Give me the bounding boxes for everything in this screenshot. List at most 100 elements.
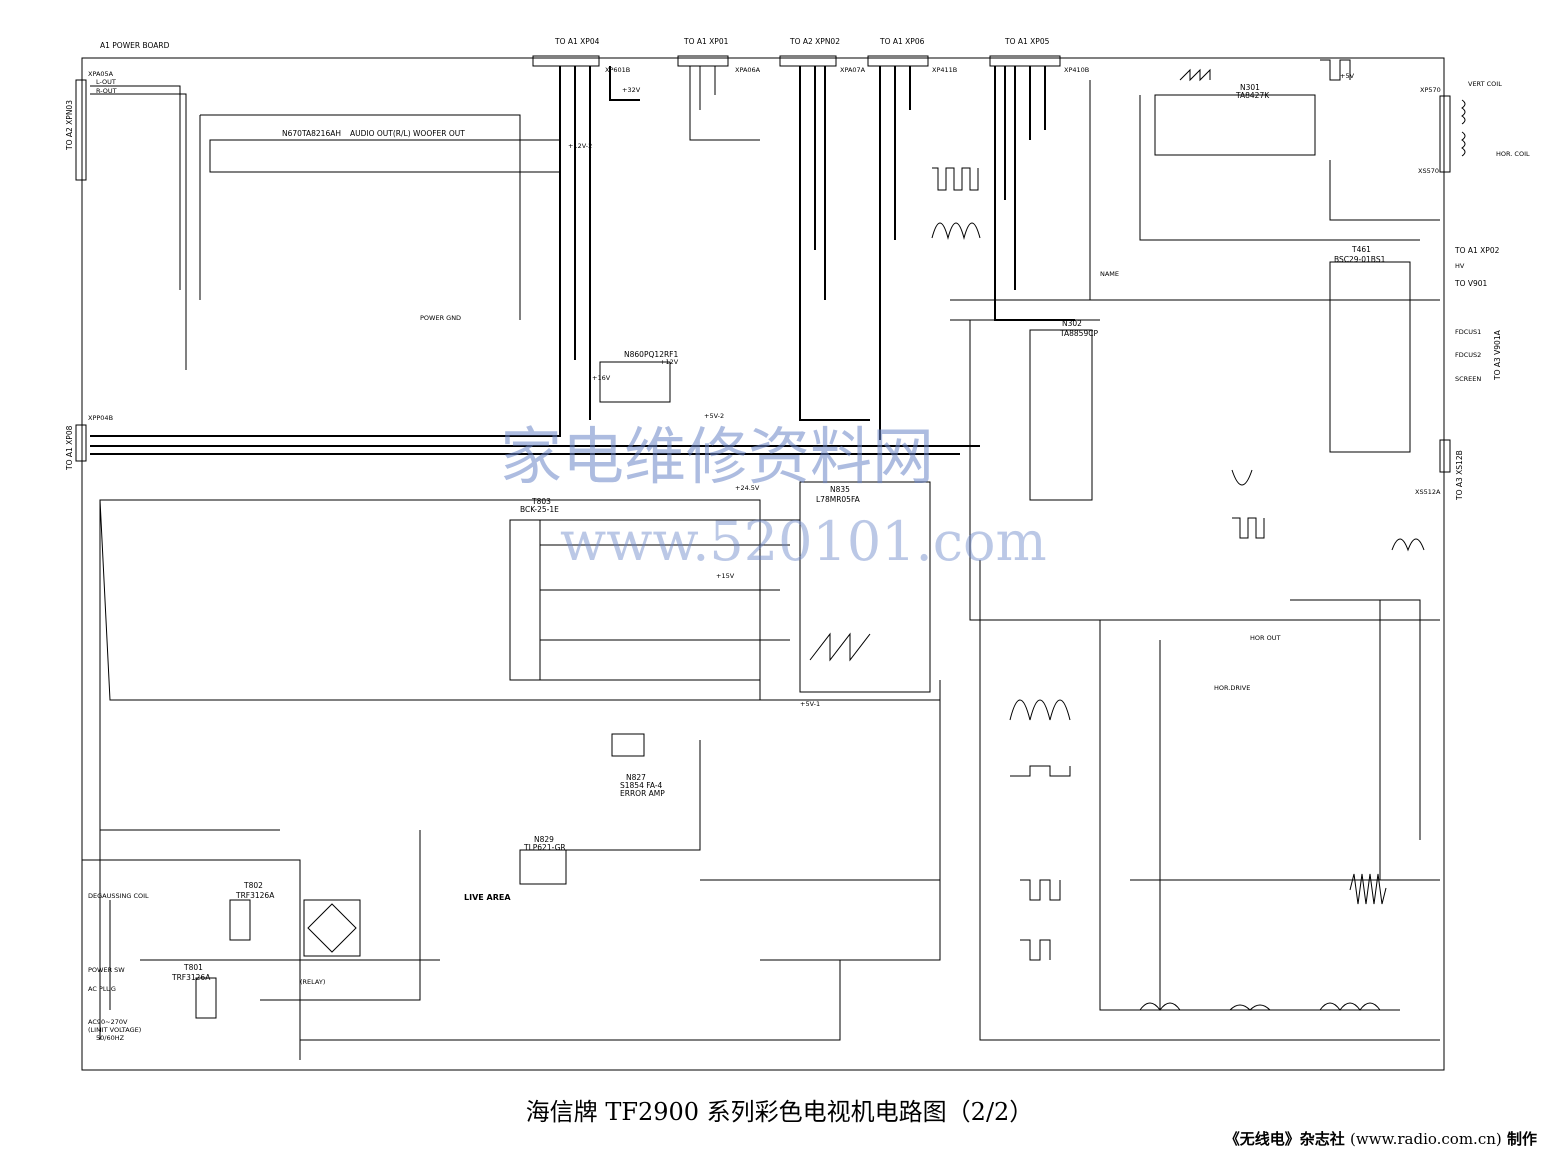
power-sw-label: POWER SW [88, 966, 125, 974]
connector-to-label: TO A1 XP08 [65, 425, 74, 471]
board-border [81, 57, 1445, 1071]
hor-drive-label: HOR.DRIVE [1214, 684, 1250, 692]
connector-pin: L-OUT [96, 78, 116, 86]
connector-to-label: TO A1 XP04 [554, 37, 600, 46]
watermark-url: www.520101.com [560, 510, 1047, 573]
page-title: 海信牌 TF2900 系列彩色电视机电路图（2/2） [525, 1098, 1034, 1126]
connector-to-label: TO A3 V901A [1493, 329, 1502, 381]
connector-to-label: TO A1 XP02 [1454, 246, 1500, 255]
connector-ref: XP411B [932, 66, 957, 74]
ic-part: L78MR05FA [816, 495, 861, 504]
ic-n827: N827 S1854 FA-4 ERROR AMP [611, 733, 665, 798]
ic-n301: N301 TA8427K [1154, 83, 1316, 156]
limit-voltage-label: (LIMIT VOLTAGE) [88, 1026, 141, 1034]
ic-n860: N860 PQ12RF1 [599, 350, 678, 403]
waveforms [809, 59, 1425, 1011]
connector-pin: +32V [622, 86, 641, 94]
rail-label: +12V [660, 358, 679, 366]
left-connector-xpn03: TO A2 XPN03 XPA05A L-OUT R-OUT [65, 70, 117, 181]
top-connector-xp04: TO A1 XP04 XP601B +32V [532, 37, 641, 94]
power-gnd-label: POWER GND [420, 314, 461, 322]
transformer-ref: T801 [183, 963, 203, 972]
rail-label: +24.5V [735, 484, 760, 492]
connector-to-label: TO V901 [1454, 279, 1488, 288]
ac-plug-label: AC PLUG [88, 985, 116, 993]
connector-pin: VERT COIL [1468, 80, 1502, 88]
top-connector-xp06: TO A1 XP06 XP411B [867, 37, 957, 74]
live-area-label: LIVE AREA [464, 893, 511, 902]
hor-out-label: HOR OUT [1250, 634, 1280, 642]
degauss-label: DEGAUSSING COIL [88, 892, 149, 900]
watermark-cn: 家电维修资料网 [500, 420, 934, 493]
connector-ref: XS512A [1415, 488, 1441, 496]
connector-pin: FDCUS1 [1455, 328, 1481, 336]
publisher-credit: 《无线电》杂志社 (www.radio.com.cn) 制作 [1225, 1128, 1537, 1149]
ic-ref: N301 [1240, 83, 1260, 92]
transformer-part: TRF3126A [235, 891, 275, 900]
transformer-t803: T803 BCK-25-1E [509, 497, 559, 681]
ic-ref: N302 [1062, 319, 1082, 328]
ic-part: TLP621-GR [523, 843, 566, 852]
ic-n670: N670 TA8216AH AUDIO OUT(R/L) WOOFER OUT [209, 129, 561, 173]
relay-label: (RELAY) [300, 978, 325, 986]
ic-desc: AUDIO OUT(R/L) WOOFER OUT [350, 129, 465, 138]
ic-ref: N827 [626, 773, 646, 782]
ic-part: S1854 FA-4 [620, 781, 663, 790]
top-connector-xpn02: TO A2 XPN02 XPA07A [779, 37, 866, 74]
connector-ref: XP601B [605, 66, 630, 74]
rail-label: +5V-1 [800, 700, 820, 708]
connector-ref: XPA06A [735, 66, 761, 74]
publisher-name: 《无线电》杂志社 [1224, 1130, 1345, 1148]
name-label: NAME [1100, 270, 1119, 278]
ic-ref: N829 [534, 835, 554, 844]
connector-ref: HV [1455, 262, 1465, 270]
transformer-ref: T461 [1351, 245, 1371, 254]
right-connector-v901: TO V901 [1454, 279, 1488, 288]
transformer-t801: T801 TRF3126A [171, 963, 217, 1019]
right-connector-hv: TO A1 XP02 HV [1454, 246, 1500, 270]
ic-part: PQ12RF1 [644, 350, 678, 359]
connector-pin: SCREEN [1455, 375, 1481, 383]
connector-to-label: TO A1 XP01 [683, 37, 729, 46]
wiring [82, 66, 1440, 1060]
connector-ref: XS570 [1418, 167, 1439, 175]
yoke-connector: XP570 VERT COIL HOR. COIL XS570 [1418, 80, 1530, 175]
ic-n829: N829 TLP621-GR [519, 835, 567, 885]
rail-label: +5V [1340, 72, 1355, 80]
ic-part: TA8427K [1235, 91, 1270, 100]
connector-ref: XP410B [1064, 66, 1089, 74]
connector-to-label: TO A2 XPN02 [789, 37, 840, 46]
publisher-url: (www.radio.com.cn) [1350, 1130, 1502, 1148]
connector-ref: XP570 [1420, 86, 1441, 94]
credit-suffix: 制作 [1506, 1130, 1537, 1148]
ic-part: TA8216AH [301, 129, 341, 138]
transformer-part: TRF3126A [171, 973, 211, 982]
connector-ref: XPA05A [88, 70, 114, 78]
board-label: A1 POWER BOARD [100, 41, 170, 50]
transformer-t461: T461 BSC29-01BS1 [1329, 245, 1411, 453]
ic-part: TA8859CP [1059, 329, 1098, 338]
connector-ref: XPP04B [88, 414, 113, 422]
rail-label: +12V-2 [568, 142, 592, 150]
ac-range-label: AC90~270V [88, 1018, 128, 1026]
transformer-ref: T802 [243, 881, 263, 890]
connector-pin: R-OUT [96, 87, 117, 95]
bridge-rectifier [303, 899, 361, 957]
rail-label: +5V-2 [704, 412, 724, 420]
connector-to-label: TO A2 XPN03 [65, 100, 74, 151]
left-connector-xp08: TO A1 XP08 XPP04B [65, 414, 113, 471]
ic-desc: ERROR AMP [620, 789, 665, 798]
transformer-ref: T803 [531, 497, 551, 506]
ic-n302: N302 TA8859CP [1029, 319, 1098, 501]
connector-to-label: TO A1 XP05 [1004, 37, 1050, 46]
transformer-t802: T802 TRF3126A [229, 881, 275, 941]
top-connector-xp01: TO A1 XP01 XPA06A [677, 37, 761, 74]
connector-to-label: TO A1 XP06 [879, 37, 925, 46]
ic-ref: N835 [830, 485, 850, 494]
ic-n835: N835 L78MR05FA [799, 481, 931, 693]
rail-label: +15V [716, 572, 735, 580]
transformer-part: BCK-25-1E [520, 505, 559, 514]
top-connector-xp05: TO A1 XP05 XP410B [989, 37, 1089, 74]
connector-pin: HOR. COIL [1496, 150, 1530, 158]
